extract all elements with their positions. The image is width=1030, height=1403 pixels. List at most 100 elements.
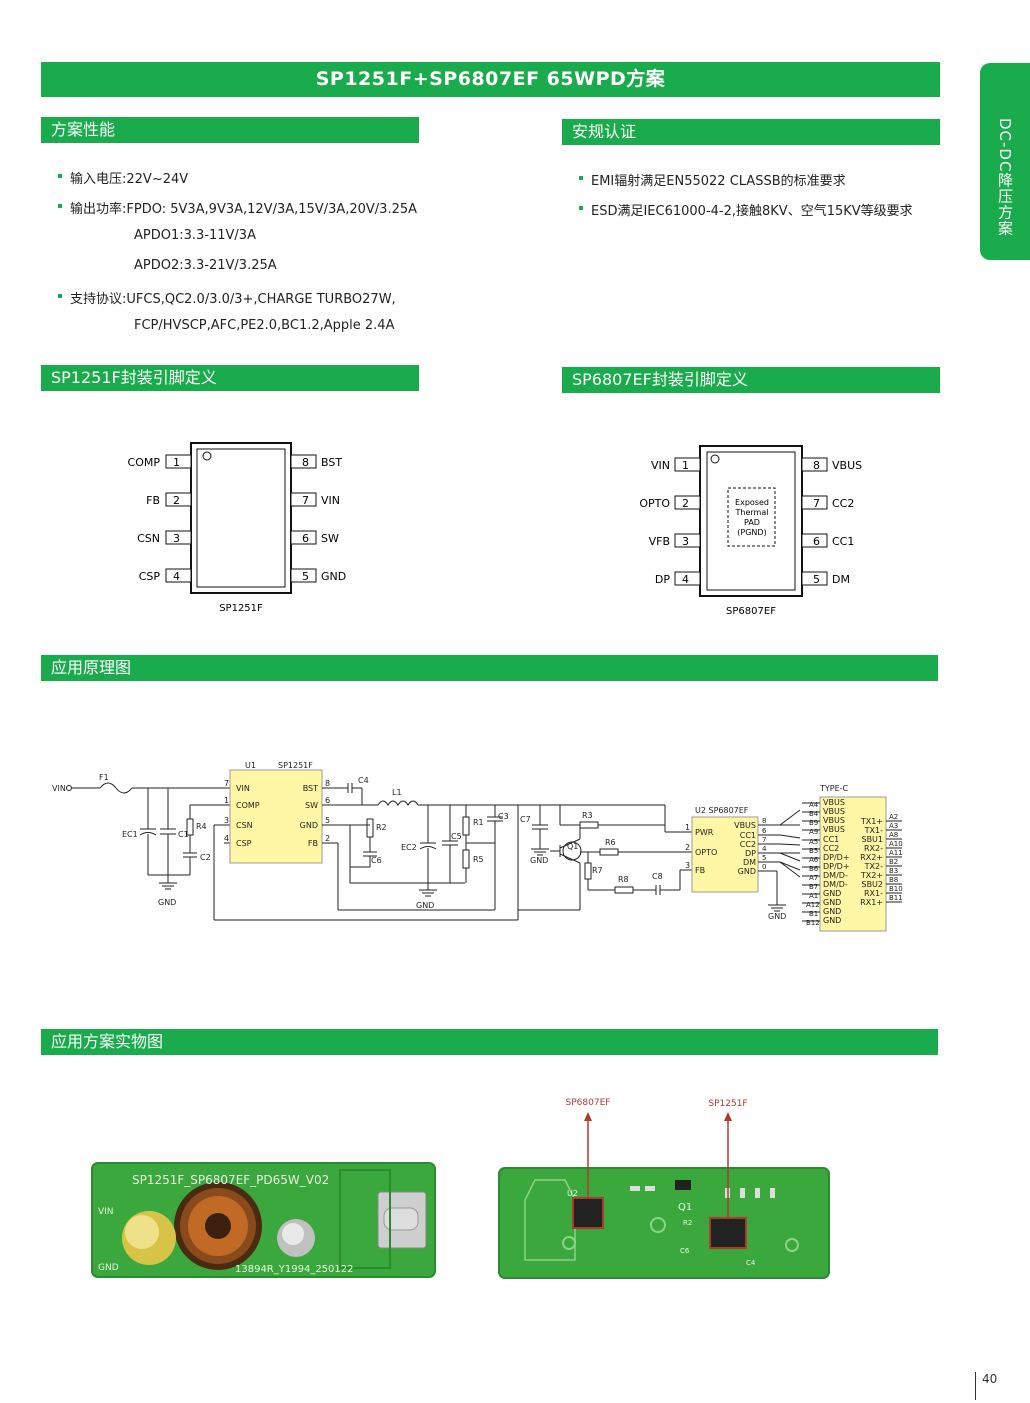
typec-label: RX1- <box>864 889 883 898</box>
vin-terminal <box>66 785 72 791</box>
typec-label: VBUS <box>823 807 845 816</box>
section-schematic: 应用原理图 <box>41 655 938 681</box>
application-schematic: VIN F1 EC1 C1 R4 C2 GND U1 SP1251F VIN C… <box>52 761 903 932</box>
arrow-up-icon <box>584 1112 592 1121</box>
cert-item: ESD满足IEC61000-4-2,接触8KV、空气15KV等级要求 <box>579 200 913 219</box>
label-q1: Q1 <box>567 842 578 851</box>
label-gnd: GND <box>530 856 548 865</box>
pin: 6 SW <box>290 530 339 545</box>
sp6807ef-body <box>699 445 803 597</box>
silk-label: U2 <box>567 1189 578 1198</box>
section-performance: 方案性能 <box>41 117 419 143</box>
label-f1: F1 <box>99 773 109 782</box>
perf-item: APDO1:3.3-11V/3A <box>134 228 256 243</box>
perf-item: 输入电压:22V~24V <box>58 168 189 187</box>
bullet-icon <box>58 294 62 298</box>
pin-label: SW <box>321 532 339 545</box>
pin-label: DM <box>832 573 850 586</box>
board-gnd-label: GND <box>98 1263 119 1273</box>
perf-item: 支持协议:UFCS,QC2.0/3.0/3+,CHARGE TURBO27W, <box>58 288 396 307</box>
label-ec1: EC1 <box>122 830 138 839</box>
typec-pin: B4 <box>809 810 819 818</box>
perf-text: 输入电压:22V~24V <box>70 172 189 187</box>
typec-pin: A5 <box>809 838 818 846</box>
pin-label: BST <box>321 456 342 469</box>
pin-number: 6 <box>302 532 309 545</box>
typec-label: RX2- <box>864 844 883 853</box>
perf-text: APDO1:3.3-11V/3A <box>134 228 256 243</box>
u1-pin: CSN <box>236 821 253 830</box>
section-pin-1251: SP1251F封装引脚定义 <box>41 365 419 391</box>
sp1251f-body-inner <box>196 448 286 588</box>
pin-number: 6 <box>813 535 820 548</box>
pin-number: 4 <box>682 573 689 586</box>
resistor-r1 <box>462 816 470 836</box>
label-r5: R5 <box>473 855 484 864</box>
perf-text: 支持协议:UFCS,QC2.0/3.0/3+,CHARGE TURBO27W, <box>70 292 396 307</box>
u1-pin: VIN <box>236 784 250 793</box>
typec-pin: B2 <box>889 858 898 866</box>
typec-label: TX2+ <box>860 871 883 880</box>
resistor-r3 <box>579 821 599 829</box>
u2-pin-num: 4 <box>762 845 767 853</box>
label-r1: R1 <box>473 818 484 827</box>
typec-pin: A6 <box>809 856 819 864</box>
silk-label: R2 <box>683 1219 692 1227</box>
typec-pin: B12 <box>806 919 820 927</box>
u2-pin-num: 3 <box>685 861 690 870</box>
u2-pin-num: 8 <box>762 817 766 825</box>
typec-pin: B1 <box>809 910 818 918</box>
u2-pin-num: 2 <box>685 843 690 852</box>
typec-pin: A3 <box>889 822 898 830</box>
pin-number: 5 <box>813 573 820 586</box>
u1-pin: BST <box>303 784 318 793</box>
typec-label: GND <box>823 907 841 916</box>
label-u1-name: SP1251F <box>278 761 313 770</box>
label-r6: R6 <box>605 838 616 847</box>
pin-label: VIN <box>321 494 340 507</box>
typec-pin: B10 <box>889 885 903 893</box>
typec-pin: B8 <box>889 876 898 884</box>
label-gnd: GND <box>158 898 176 907</box>
pad-label: (PGND) <box>737 528 766 537</box>
typec-pin: A10 <box>889 840 903 848</box>
pin-label: DP <box>655 573 670 586</box>
silk-label: C6 <box>680 1247 690 1255</box>
page-number: 40 <box>982 1372 998 1386</box>
u1-pin: GND <box>300 821 318 830</box>
pad-label: Exposed <box>735 498 769 507</box>
pin-number: 7 <box>813 497 820 510</box>
pcb-photo-back: SP6807EF SP1251F U2 Q1 R2 C6 C4 <box>498 1098 830 1279</box>
typec-label: TX2- <box>864 862 883 871</box>
cert-text: EMI辐射满足EN55022 CLASSB的标准要求 <box>591 174 846 189</box>
silk-label: C4 <box>746 1259 756 1267</box>
resistor-r8 <box>614 886 634 894</box>
u1-pin-num: 3 <box>224 816 229 825</box>
typec-pin: A2 <box>889 813 898 821</box>
fuse-f1 <box>99 782 133 794</box>
perf-text: APDO2:3.3-21V/3.25A <box>134 258 277 273</box>
pin-label: VFB <box>649 535 670 548</box>
resistor-r6 <box>599 848 619 856</box>
typec-label: CC1 <box>823 835 839 844</box>
u1-pin-num: 8 <box>325 779 330 788</box>
label-typec: TYPE-C <box>819 784 849 793</box>
section-pin-6807: SP6807EF封装引脚定义 <box>562 367 940 393</box>
pcb-board <box>92 1163 435 1277</box>
perf-item: APDO2:3.3-21V/3.25A <box>134 258 277 273</box>
u1-pin: CSP <box>236 839 252 848</box>
transistor-q1 <box>562 841 582 861</box>
pin1-marker-icon <box>202 451 212 461</box>
pin-label: VIN <box>651 459 670 472</box>
typec-label: VBUS <box>823 816 845 825</box>
pin-label: FB <box>146 494 160 507</box>
